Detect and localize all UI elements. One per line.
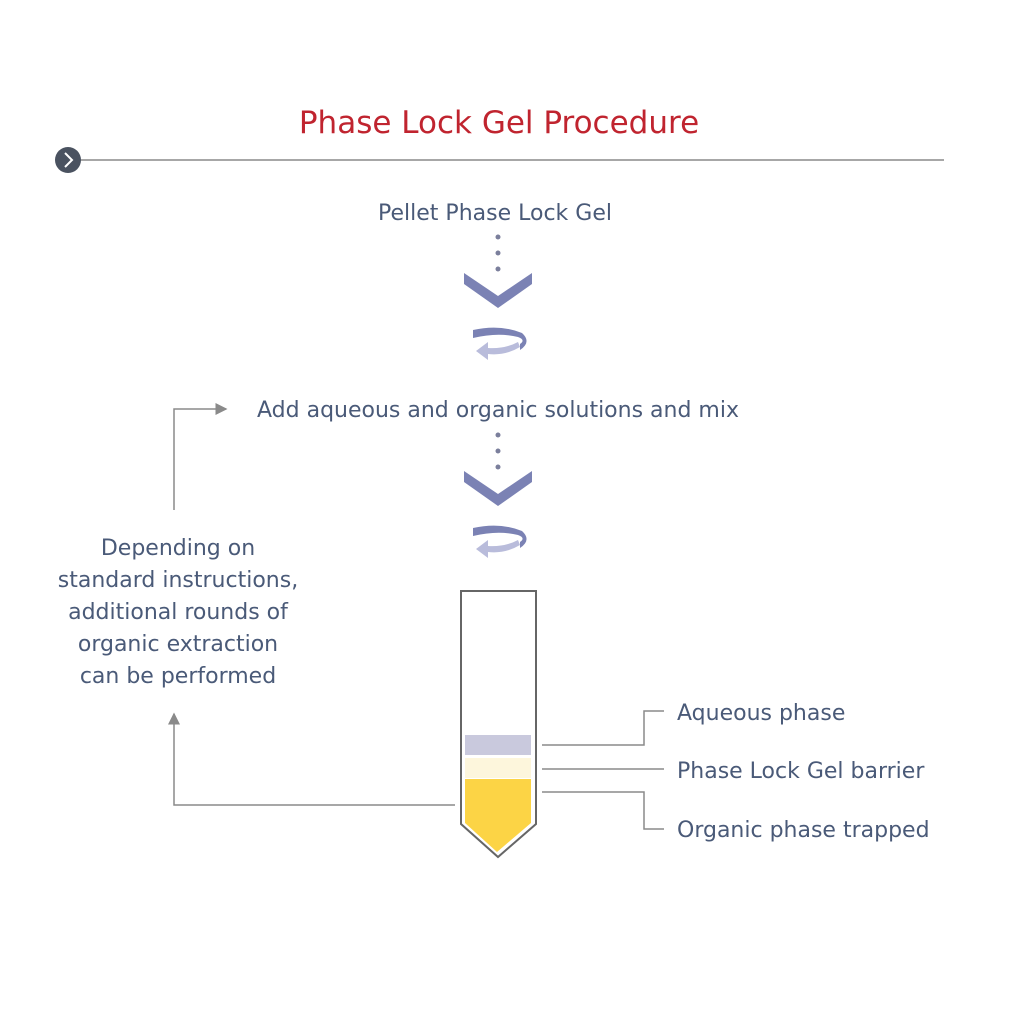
tube [460,590,537,859]
page-title: Phase Lock Gel Procedure [299,105,699,141]
step-add-mix: Add aqueous and organic solutions and mi… [257,398,739,423]
rotate-icon [473,327,527,360]
rotate-icon [473,525,527,558]
down-arrow-1 [464,234,532,308]
down-arrow-2 [464,432,532,506]
svg-text:organic extraction: organic extraction [78,632,278,657]
svg-text:standard instructions,: standard instructions, [58,568,298,593]
label-aqueous: Aqueous phase [677,701,845,726]
label-barrier: Phase Lock Gel barrier [677,759,925,784]
svg-text:Depending on: Depending on [101,536,255,561]
loop-arrow-up [173,403,228,510]
chevron-right-icon[interactable] [55,147,81,173]
svg-text:can be performed: can be performed [80,664,276,689]
aqueous-leader [542,710,664,746]
loop-note: Depending on standard instructions, addi… [58,536,298,689]
loop-arrow-return [168,712,455,806]
barrier-layer [465,758,531,778]
aqueous-layer [465,735,531,755]
svg-text:additional rounds of: additional rounds of [68,600,289,625]
step-pellet: Pellet Phase Lock Gel [378,201,612,226]
organic-leader [542,791,664,830]
label-organic: Organic phase trapped [677,818,930,843]
organic-layer [465,779,531,852]
